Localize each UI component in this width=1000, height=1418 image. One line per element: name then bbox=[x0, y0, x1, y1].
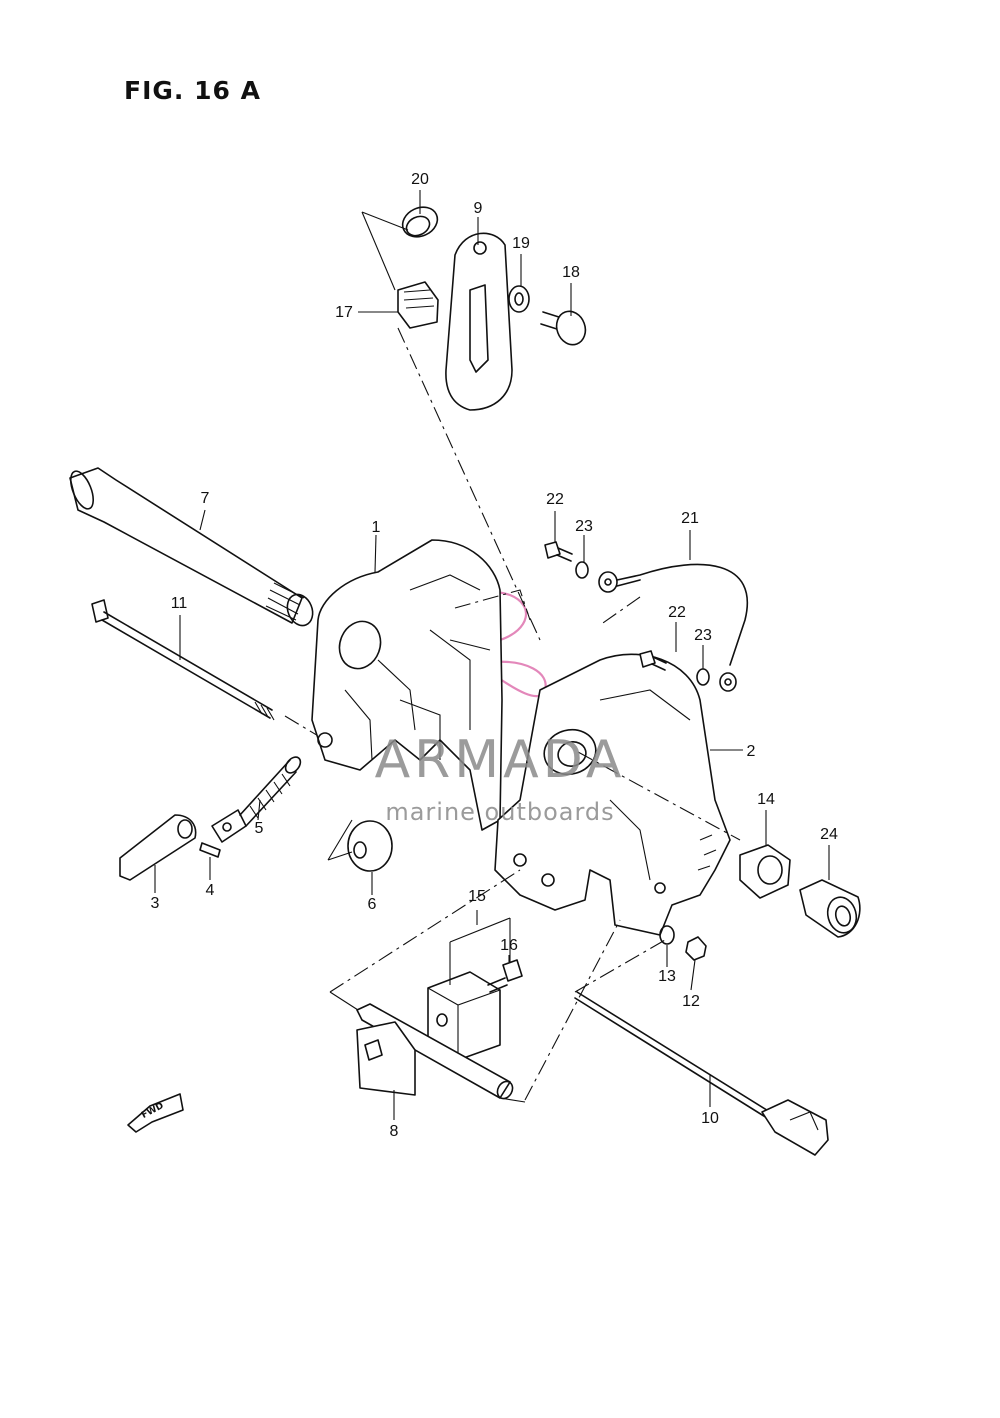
callout-9: 9 bbox=[473, 200, 483, 217]
callout-14: 14 bbox=[757, 791, 775, 808]
callout-15: 15 bbox=[468, 888, 486, 905]
callout-11: 11 bbox=[170, 595, 188, 612]
callout-6: 6 bbox=[367, 896, 377, 913]
part-17-cushion bbox=[397, 281, 439, 329]
part-6-cap bbox=[327, 819, 393, 872]
part-20-clip bbox=[401, 206, 439, 238]
callout-4: 4 bbox=[205, 882, 215, 899]
callout-23-lower: 23 bbox=[694, 627, 712, 644]
watermark-brand: ARMADA bbox=[374, 730, 626, 790]
part-16-bolt bbox=[487, 959, 523, 993]
forward-arrow-icon bbox=[127, 1093, 184, 1133]
part-22-bolt-upper bbox=[544, 541, 573, 562]
callout-12: 12 bbox=[682, 993, 700, 1010]
part-21-ground-lead bbox=[598, 563, 748, 692]
part-1-clamp-bracket-left bbox=[311, 539, 503, 831]
callout-23-upper: 23 bbox=[575, 518, 593, 535]
callout-2: 2 bbox=[746, 743, 756, 760]
part-24-bushing bbox=[799, 879, 861, 938]
callout-17: 17 bbox=[335, 304, 353, 321]
part-14-nut bbox=[739, 844, 791, 899]
part-3-lever bbox=[119, 814, 197, 881]
callout-24: 24 bbox=[820, 826, 838, 843]
watermark-tagline: marine outboards bbox=[385, 798, 615, 826]
part-13-washer bbox=[659, 925, 675, 945]
part-10-trim-sender-lead bbox=[574, 991, 829, 1156]
callout-13: 13 bbox=[658, 968, 676, 985]
callout-10: 10 bbox=[701, 1110, 719, 1127]
callout-20: 20 bbox=[411, 171, 429, 188]
leader-lines bbox=[154, 190, 830, 1120]
part-8-tilt-pin bbox=[356, 1003, 514, 1100]
figure-title: FIG. 16 A bbox=[124, 76, 261, 105]
callout-19: 19 bbox=[512, 235, 530, 252]
part-19-washer bbox=[508, 285, 530, 313]
part-9-lock-plate bbox=[445, 232, 513, 411]
part-23-washer-lower bbox=[696, 668, 710, 686]
part-18-bolt bbox=[540, 310, 587, 346]
part-4-pin bbox=[199, 842, 221, 858]
callout-16: 16 bbox=[500, 937, 518, 954]
callout-7: 7 bbox=[200, 490, 210, 507]
callout-18: 18 bbox=[562, 264, 580, 281]
part-11-through-bolt bbox=[91, 599, 326, 741]
part-12-nut bbox=[685, 936, 707, 961]
part-22-bolt-lower bbox=[639, 650, 667, 671]
callout-22-upper: 22 bbox=[546, 491, 564, 508]
callout-21: 21 bbox=[681, 510, 699, 527]
callout-1: 1 bbox=[371, 519, 381, 536]
part-23-washer-upper bbox=[575, 561, 589, 579]
part-5-stopper-spring bbox=[211, 756, 302, 843]
callout-8: 8 bbox=[389, 1123, 399, 1140]
part-7-clamp-shaft bbox=[69, 467, 314, 627]
callout-22-lower: 22 bbox=[668, 604, 686, 621]
callout-3: 3 bbox=[150, 895, 160, 912]
part-2-clamp-bracket-right bbox=[494, 653, 731, 936]
callout-5: 5 bbox=[254, 820, 264, 837]
